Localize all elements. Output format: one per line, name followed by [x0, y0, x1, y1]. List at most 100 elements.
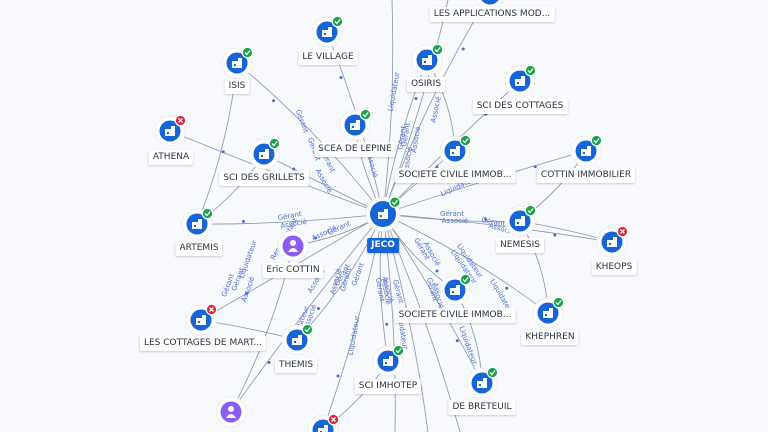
status-badge-circle — [486, 366, 499, 379]
status-closed-icon — [616, 225, 629, 238]
check-mark — [593, 138, 600, 144]
person-node[interactable] — [277, 230, 309, 262]
status-closed-icon — [327, 413, 340, 426]
status-active-icon — [524, 204, 537, 217]
building-icon-window — [452, 291, 454, 293]
company-node[interactable] — [504, 204, 537, 237]
edge-role-label: Associé — [410, 126, 422, 153]
status-active-icon — [331, 15, 344, 28]
company-node[interactable] — [439, 273, 472, 306]
check-mark — [334, 19, 341, 25]
cross-mark — [620, 229, 625, 234]
building-icon-window — [167, 132, 169, 134]
check-mark — [555, 300, 562, 306]
node-disc — [312, 419, 334, 432]
company-node[interactable] — [439, 134, 472, 167]
building-icon-tower — [384, 209, 388, 219]
status-badge-circle — [524, 204, 537, 217]
edge-role-label: Associé — [442, 217, 468, 225]
status-badge-circle — [241, 46, 254, 59]
company-node[interactable] — [154, 114, 187, 147]
check-mark — [304, 327, 311, 333]
building-icon — [322, 27, 332, 37]
graph-nodes[interactable] — [154, 0, 629, 432]
company-node[interactable] — [307, 413, 340, 432]
check-mark — [462, 138, 469, 144]
cross-mark — [178, 118, 183, 123]
building-icon-window — [294, 341, 296, 343]
node-label: THEMIS — [274, 358, 318, 373]
check-mark — [489, 370, 496, 376]
building-icon — [232, 58, 242, 68]
building-icon — [378, 209, 388, 219]
center-company-node[interactable] — [365, 196, 401, 232]
check-mark — [204, 211, 211, 217]
building-icon-tower — [456, 146, 460, 156]
building-icon-window — [479, 384, 481, 386]
relation-edge — [230, 213, 384, 413]
check-mark — [462, 277, 469, 283]
status-badge-circle — [268, 137, 281, 150]
status-badge-circle — [590, 134, 603, 147]
status-active-icon — [431, 43, 444, 56]
status-active-icon — [486, 366, 499, 379]
node-label: SCI DES COTTAGES — [472, 99, 568, 114]
edge-role-label: Liquidateur — [387, 71, 402, 112]
edge-arrow — [221, 150, 225, 154]
building-icon-tower — [198, 219, 202, 229]
center-node-label: JECO — [367, 238, 399, 253]
building-icon-window — [583, 152, 585, 154]
check-mark — [395, 348, 402, 354]
company-node[interactable] — [185, 303, 218, 336]
edge-arrow — [414, 97, 418, 100]
status-badge-circle — [459, 134, 472, 147]
building-icon — [515, 76, 525, 86]
check-mark — [244, 50, 251, 56]
company-node[interactable] — [596, 225, 629, 258]
building-icon-tower — [613, 237, 617, 247]
company-node[interactable] — [311, 15, 344, 48]
relation-edge — [382, 213, 549, 314]
building-icon-window — [609, 243, 611, 245]
edge-role-label: Liquidateur — [347, 315, 362, 356]
building-icon-tower — [389, 356, 393, 366]
company-node[interactable] — [466, 366, 499, 399]
company-node[interactable] — [411, 43, 444, 76]
person-icon-body — [226, 414, 236, 418]
person-icon-body — [288, 248, 298, 252]
building-icon-tower — [483, 378, 487, 388]
edge-arrow — [455, 339, 459, 343]
building-icon-tower — [521, 216, 525, 226]
building-icon-tower — [171, 126, 175, 136]
company-node[interactable] — [532, 296, 565, 329]
building-icon-tower — [587, 146, 591, 156]
node-disc — [481, 0, 499, 5]
company-node[interactable] — [221, 46, 254, 79]
building-icon — [192, 219, 202, 229]
edge-arrow — [245, 292, 248, 295]
company-node[interactable] — [181, 207, 214, 240]
status-active-icon — [459, 134, 472, 147]
company-node[interactable] — [281, 323, 314, 356]
company-node[interactable] — [570, 134, 603, 167]
status-closed-icon — [174, 114, 187, 127]
person-node[interactable] — [215, 396, 247, 428]
node-label: DE BRETEUIL — [448, 400, 516, 415]
status-active-icon — [392, 344, 405, 357]
edge-arrow — [553, 233, 557, 237]
node-label: SOCIETE CIVILE IMMOB... — [394, 168, 516, 183]
node-label: ATHENA — [148, 150, 194, 165]
status-active-icon — [201, 207, 214, 220]
company-node[interactable] — [504, 64, 537, 97]
company-node[interactable] — [248, 137, 281, 170]
building-icon — [350, 120, 360, 130]
company-node[interactable] — [339, 108, 372, 141]
company-node[interactable] — [372, 344, 405, 377]
building-icon-tower — [265, 149, 269, 159]
building-icon-tower — [324, 425, 328, 432]
building-icon-window — [517, 82, 519, 84]
status-badge-circle — [459, 273, 472, 286]
edge-role-label: Gérant — [440, 210, 464, 218]
relation-edge — [382, 0, 449, 215]
